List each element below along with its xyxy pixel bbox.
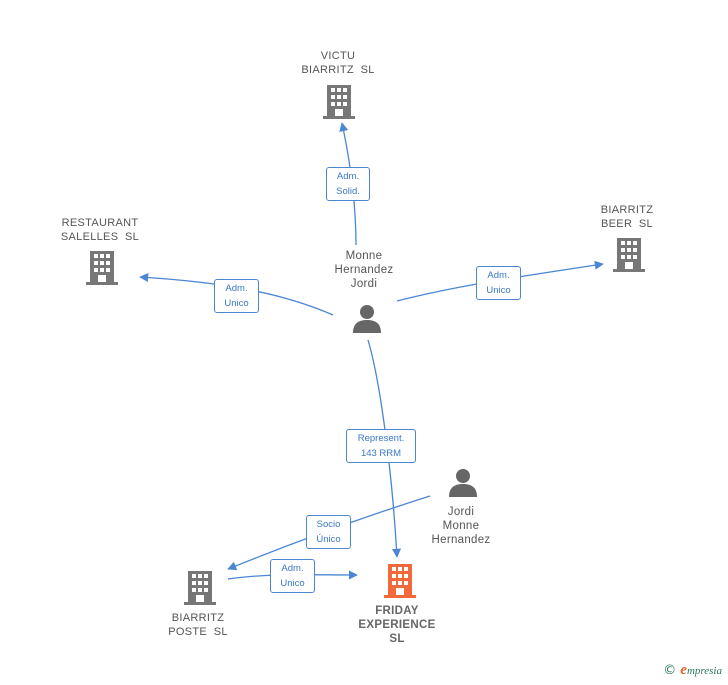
edge-label-line: Solid. — [336, 186, 360, 197]
node-restaurant-label[interactable]: RESTAURANT SALELLES SL — [45, 216, 155, 244]
node-biarritz-beer-label[interactable]: BIARRITZ BEER SL — [582, 203, 672, 231]
node-label-line: BIARRITZ SL — [301, 64, 375, 76]
edge-label-adm-unico-right[interactable]: Adm. Unico — [476, 266, 521, 300]
edge-label-line: Adm. — [487, 270, 510, 281]
edge-label-represent[interactable]: Represent. 143 RRM — [346, 429, 416, 463]
brand-footer: ©empresia — [663, 662, 722, 679]
node-label-line: Monne — [345, 250, 383, 262]
node-label-line: Hernandez — [334, 264, 394, 276]
edge-label-socio-unico[interactable]: Socio Único — [306, 515, 351, 549]
edge-label-line: 143 RRM — [360, 448, 402, 459]
friday-building-icon — [384, 564, 416, 598]
node-label-line: BIARRITZ — [600, 204, 654, 216]
node-monne-label[interactable]: Monne Hernandez Jordi — [324, 249, 404, 291]
node-label-line: Hernandez — [431, 534, 491, 546]
node-friday-label[interactable]: FRIDAY EXPERIENCE SL — [347, 604, 447, 646]
node-victu-label[interactable]: VICTU BIARRITZ SL — [288, 49, 388, 77]
edge-label-line: Único — [316, 534, 341, 545]
brand-logo-text: mpresia — [686, 665, 722, 677]
node-label-line: FRIDAY — [375, 605, 419, 617]
node-label-line: BIARRITZ — [171, 612, 225, 624]
node-biarritz-poste-label[interactable]: BIARRITZ POSTE SL — [153, 611, 243, 639]
node-label-line: EXPERIENCE — [358, 619, 436, 631]
node-label-line: SALELLES SL — [60, 231, 140, 243]
edge-label-line: Unico — [486, 285, 511, 296]
brand-logo-e: e — [680, 662, 687, 678]
edge-label-adm-solid[interactable]: Adm. Solid. — [326, 167, 370, 201]
copyright-icon: © — [663, 663, 677, 678]
node-label-line: RESTAURANT — [61, 217, 139, 229]
edge-label-line: Adm. — [225, 283, 248, 294]
edge-label-line: Socio — [316, 519, 341, 530]
edge-label-line: Adm. — [281, 563, 304, 574]
biarritz-beer-building-icon — [613, 238, 645, 272]
edge-label-line: Adm. — [336, 171, 360, 182]
biarritz-poste-building-icon — [184, 571, 216, 605]
jordi-person-icon — [449, 469, 477, 497]
node-label-line: Jordi — [350, 278, 378, 290]
edge-label-adm-unico-left[interactable]: Adm. Unico — [214, 279, 259, 313]
node-label-line: VICTU — [320, 50, 356, 62]
edge-label-line: Represent. — [357, 433, 405, 444]
monne-person-icon — [353, 305, 381, 333]
node-label-line: Monne — [442, 520, 480, 532]
node-label-line: SL — [389, 633, 405, 645]
node-label-line: BEER SL — [601, 218, 653, 230]
edge-label-adm-unico-bottom[interactable]: Adm. Unico — [270, 559, 315, 593]
victu-building-icon — [323, 85, 355, 119]
node-label-line: Jordi — [447, 506, 475, 518]
restaurant-building-icon — [86, 251, 118, 285]
edge-label-line: Unico — [280, 578, 305, 589]
node-jordi-label[interactable]: Jordi Monne Hernandez — [421, 505, 501, 547]
node-label-line: POSTE SL — [168, 626, 228, 638]
edge-label-line: Unico — [224, 298, 249, 309]
